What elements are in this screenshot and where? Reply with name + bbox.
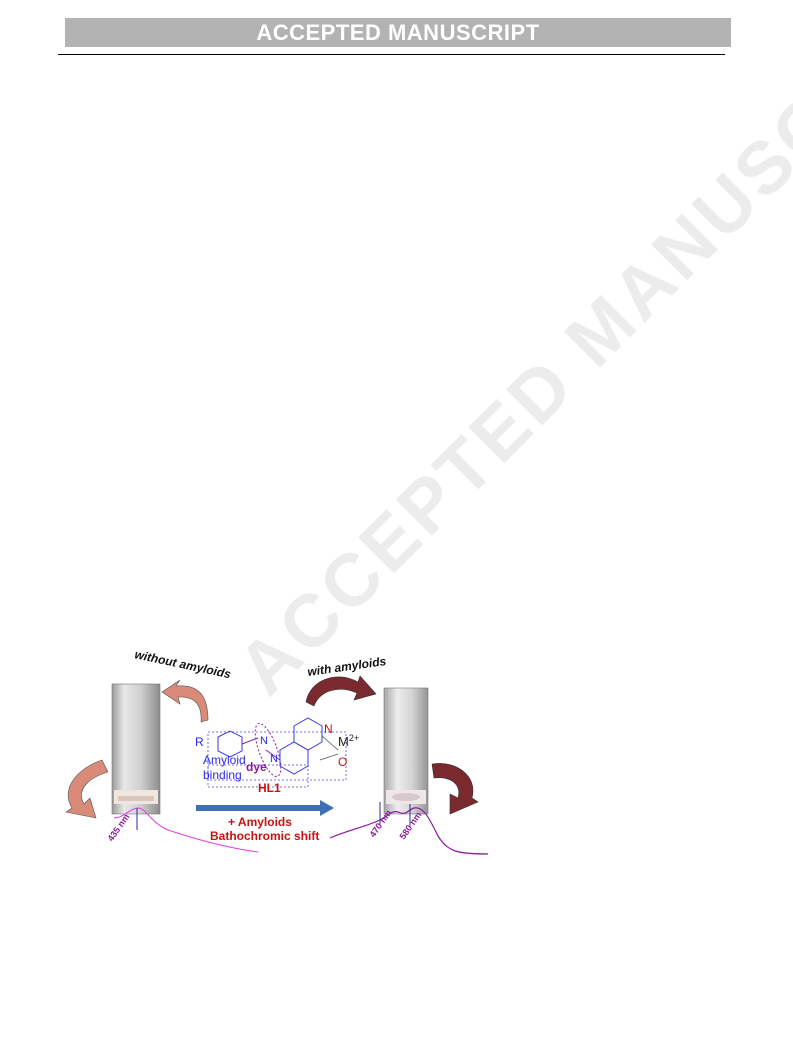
vial-with-amyloids [383,687,429,815]
curved-arrow-left-side [65,759,109,819]
accepted-manuscript-banner: ACCEPTED MANUSCRIPT [65,18,731,47]
curved-arrow-top-left [161,679,209,723]
hl1-structure [207,717,347,788]
reaction-arrow [196,800,334,816]
dye-label: dye [246,760,267,774]
header-rule [58,54,725,55]
substituent-r: R [195,735,204,749]
azo-n-bottom: N [270,753,278,765]
label-without-amyloids: without amyloids [133,647,232,681]
spectrum-right [329,807,489,855]
azo-n-top: N [260,735,268,747]
wavelength-435: 435 nm [105,812,131,843]
label-with-amyloids: with amyloids [306,654,387,679]
arrow-label-shift: Bathochromic shift [210,829,319,843]
amyloid-binding-line2: binding [203,768,242,782]
atom-n: N [324,722,333,736]
vial-without-amyloids [111,683,161,815]
watermark-text: ACCEPTED MANUSCRIPT [221,0,793,711]
graphical-abstract: without amyloids with amyloids R Amyloid… [58,640,498,860]
curved-arrow-right-side [431,763,479,815]
metal-ion: M2+ [338,733,359,749]
amyloid-binding-line1: Amyloid [203,753,246,767]
compound-hl1: HL1 [258,781,281,795]
arrow-label-amyloids: + Amyloids [228,815,292,829]
spectrum-left [113,807,259,853]
curved-arrow-top-right [305,675,377,707]
atom-o: O [338,755,347,769]
